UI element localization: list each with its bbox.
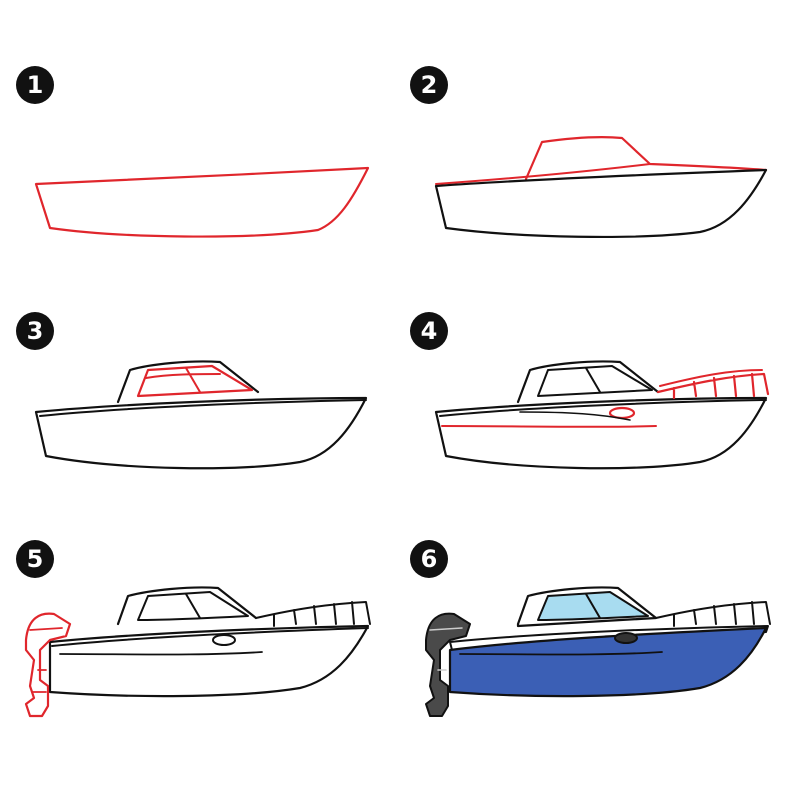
porthole bbox=[614, 632, 638, 644]
hull-outline bbox=[34, 166, 370, 238]
step-6-drawing bbox=[425, 586, 771, 717]
cabin-outline bbox=[516, 360, 660, 404]
deck-edge bbox=[51, 627, 369, 647]
step-2-drawing bbox=[434, 136, 768, 239]
step-3-drawing bbox=[34, 360, 368, 470]
windshield-outline bbox=[537, 365, 653, 397]
bow-railing bbox=[255, 601, 371, 627]
step-number-badge: 3 bbox=[16, 312, 54, 350]
step-3-panel: 3 bbox=[0, 290, 400, 550]
porthole bbox=[212, 634, 236, 646]
step-number-badge: 4 bbox=[410, 312, 448, 350]
step-number-badge: 5 bbox=[16, 540, 54, 578]
deck-edge bbox=[439, 399, 767, 417]
step-5-panel: 5 bbox=[0, 520, 400, 780]
window-divider bbox=[585, 367, 601, 393]
step-5-drawing bbox=[24, 586, 371, 718]
bow-railing bbox=[655, 601, 771, 627]
cabin-roof-line bbox=[145, 373, 221, 379]
hull-side-line bbox=[519, 411, 631, 421]
hull-outline bbox=[434, 396, 768, 470]
step-1-panel: 1 bbox=[0, 40, 400, 300]
step-number-badge: 2 bbox=[410, 66, 448, 104]
side-stripe bbox=[459, 651, 663, 656]
cabin-outline bbox=[116, 586, 258, 626]
hull-outline bbox=[434, 168, 768, 239]
deck-line bbox=[435, 163, 651, 185]
railing-top bbox=[659, 369, 763, 387]
windshield-outline bbox=[137, 591, 249, 621]
side-stripe bbox=[441, 425, 657, 428]
step-2-panel: 2 bbox=[400, 40, 800, 300]
bow-railing bbox=[656, 372, 770, 400]
window-divider bbox=[185, 367, 201, 393]
side-stripe bbox=[59, 651, 263, 656]
motor-cowl-line bbox=[29, 627, 63, 693]
cabin-outline bbox=[116, 360, 260, 404]
motor-cowl-line bbox=[429, 627, 463, 671]
hull-outline bbox=[48, 624, 370, 698]
step-6-panel: 6 bbox=[400, 520, 800, 780]
outboard-motor bbox=[425, 612, 471, 717]
hull-blue-fill bbox=[448, 626, 768, 698]
windshield-outline bbox=[136, 364, 254, 398]
step-4-panel: 4 bbox=[400, 290, 800, 550]
outboard-motor bbox=[24, 612, 72, 718]
hull-outline bbox=[34, 396, 368, 470]
step-number-badge: 6 bbox=[410, 540, 448, 578]
window-divider bbox=[185, 593, 201, 619]
step-4-drawing bbox=[434, 360, 770, 470]
deck-edge bbox=[39, 399, 367, 417]
window-divider bbox=[585, 593, 601, 619]
step-number-badge: 1 bbox=[16, 66, 54, 104]
step-1-drawing bbox=[34, 166, 370, 238]
